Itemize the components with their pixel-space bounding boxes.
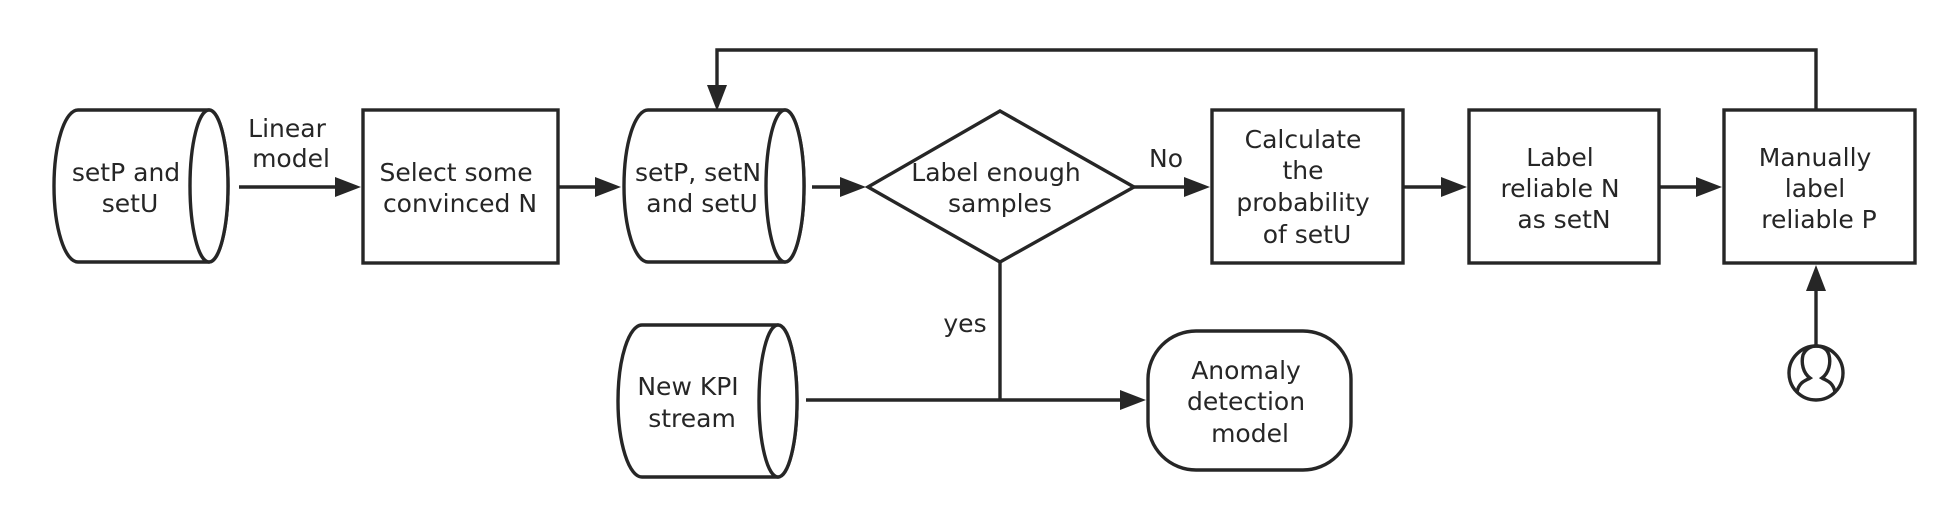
label-line: setP and xyxy=(72,158,180,187)
edge-label-linear-model: Linear model xyxy=(248,114,334,173)
arrowhead xyxy=(1806,265,1826,291)
node-select-n: Select some convinced N xyxy=(361,108,560,265)
label-line: samples xyxy=(948,189,1052,218)
label-line: reliable P xyxy=(1761,205,1877,234)
label-line: as setN xyxy=(1517,205,1610,234)
node-manually-label: Manually label reliable P xyxy=(1722,108,1917,265)
svg-text:Select some convinced N: Select some convinced N xyxy=(379,158,540,218)
node-label: setP and setU xyxy=(72,158,188,218)
svg-text:Label enough samples: Label enough samples xyxy=(911,158,1088,218)
svg-text:Label reliable N a: Label reliable N as setN xyxy=(1500,143,1627,234)
label-line: label xyxy=(1785,174,1845,203)
arrowhead xyxy=(1120,390,1146,410)
svg-text:setP, setN and setU: setP, setN and setU xyxy=(635,158,769,218)
node-label-enough-decision: Label enough samples xyxy=(864,109,1138,264)
label-line: Linear xyxy=(248,114,326,143)
label-line: probability xyxy=(1236,188,1370,217)
svg-text:New KPI stream: New KPI stream xyxy=(637,372,746,433)
edge-feedback-loop xyxy=(715,48,1818,110)
label-line: Anomaly xyxy=(1191,356,1301,385)
arrowhead xyxy=(1696,177,1722,197)
label-line: convinced N xyxy=(383,189,537,218)
label-line: model xyxy=(1211,419,1289,448)
arrowhead xyxy=(707,85,727,111)
label-line: Label xyxy=(1526,143,1593,172)
arrowhead xyxy=(840,177,866,197)
label-line: detection xyxy=(1187,387,1305,416)
label-line: stream xyxy=(648,404,736,433)
svg-text:Anomaly detection: Anomaly detection model xyxy=(1187,356,1313,448)
label-line: setU xyxy=(102,189,159,218)
edge-label-yes: yes xyxy=(943,309,986,338)
node-label-reliable-n: Label reliable N as setN xyxy=(1467,108,1661,265)
node-setp-setu: setP and setU xyxy=(52,108,230,264)
user-icon xyxy=(1787,344,1845,402)
edge-label-no: No xyxy=(1149,144,1183,173)
label-line: Manually xyxy=(1759,143,1872,172)
node-anomaly-detection-model: Anomaly detection model xyxy=(1146,329,1353,472)
label-line: Calculate xyxy=(1245,125,1362,154)
node-new-kpi-stream: New KPI stream xyxy=(616,323,799,479)
label-line: the xyxy=(1283,156,1324,185)
label-line: setP, setN xyxy=(635,158,761,187)
label-line: of setU xyxy=(1263,220,1352,249)
svg-text:Manually label rel: Manually label reliable P xyxy=(1759,143,1880,234)
label-line: model xyxy=(252,144,330,173)
label-line: reliable N xyxy=(1500,174,1619,203)
node-calc-probability: Calculate the probability of setU xyxy=(1210,108,1405,265)
arrowhead xyxy=(595,177,621,197)
arrowhead xyxy=(335,177,361,197)
arrowhead xyxy=(1184,177,1210,197)
node-setp-setn-setu: setP, setN and setU xyxy=(622,108,806,264)
label-line: Label enough xyxy=(911,158,1080,187)
arrowhead xyxy=(1441,177,1467,197)
svg-text:Calculate the prob: Calculate the probability of setU xyxy=(1236,125,1377,249)
label-line: Select some xyxy=(379,158,532,187)
label-line: and setU xyxy=(646,189,758,218)
label-line: New KPI xyxy=(637,372,738,401)
